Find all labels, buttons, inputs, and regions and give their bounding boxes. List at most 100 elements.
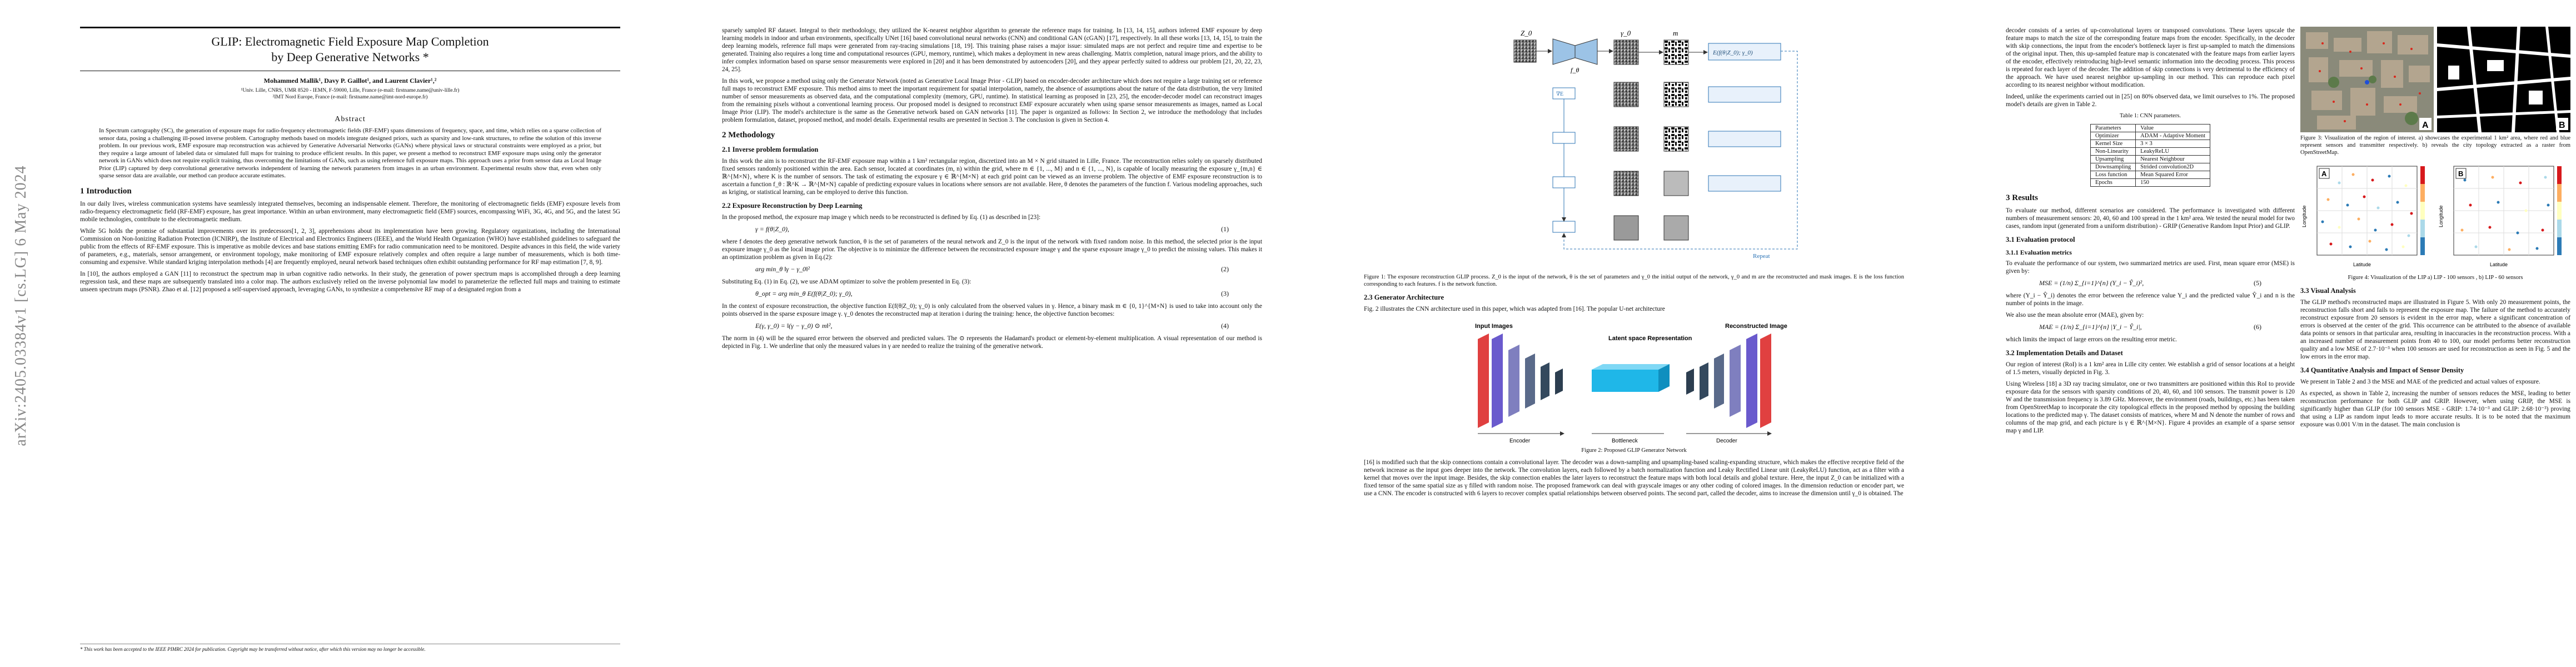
subsection-2-1-heading: 2.1 Inverse problem formulation [722, 146, 819, 153]
section-2-heading: 2 Methodology [722, 131, 775, 140]
figure-3b-city-raster: B [2437, 27, 2570, 132]
equation-3-number: (3) [1221, 290, 1229, 297]
abstract-heading: Abstract [335, 115, 366, 123]
arxiv-id-text: arXiv:2405.03384v1 [cs.LG] 6 May 2024 [12, 165, 29, 446]
intro-paragraph-1: In our daily lives, wireless communicati… [80, 200, 620, 223]
lip-colorbar-b [2557, 166, 2562, 255]
table-cell-value: 150 [2135, 178, 2211, 187]
figure-4a-lip-100: A Latitude Longitude [2301, 166, 2425, 267]
lip-60-sensor-points [2460, 176, 2550, 251]
affiliation-2: ²IMT Nord Europe, France (e-mail: firstn… [272, 94, 428, 100]
loss-function-label: E(f(θ|Z_0); γ_0) [1712, 49, 1753, 56]
figure-4b-lip-60: B Latitude Longitude [2438, 166, 2562, 267]
table-cell-parameter: Downsampling [2090, 163, 2136, 171]
contribution-paragraph: In this work, we propose a method using … [722, 78, 1262, 123]
equation-5: MSE = (1/n) Σ_{i=1}^{n} (Y_i − Ŷ_i)²,(5) [2006, 279, 2295, 287]
subsection-2-2-heading: 2.2 Exposure Reconstruction by Deep Lear… [722, 202, 863, 210]
decoder-paragraph: decoder consists of a series of up-convo… [2006, 27, 2295, 88]
mae-explanation: which limits the impact of large errors … [2006, 336, 2177, 343]
z0-label: Z_0 [1521, 29, 1532, 37]
sensor-density-paragraph: As expected, as shown in Table 2, increa… [2300, 390, 2570, 428]
equation-4: E(γ, γ_0) = ‖(γ − γ_0) ⊙ m‖²,(4) [722, 322, 1262, 330]
mask-image [1663, 39, 1689, 65]
authors: Mohammed Mallik¹, Davy P. Gaillot¹, and … [263, 77, 437, 84]
decoder-label: Decoder [1716, 438, 1737, 444]
table-cell-value: Nearest Neighbour [2135, 155, 2211, 163]
figure-4-tag-a: A [2321, 170, 2327, 178]
section-1-heading: 1 Introduction [80, 186, 132, 196]
repeat-label: Repeat [1753, 253, 1770, 260]
equation-5-body: MSE = (1/n) Σ_{i=1}^{n} (Y_i − Ŷ_i)², [2039, 279, 2144, 287]
encoder-label: Encoder [1509, 438, 1531, 444]
input-images-label: Input Images [1475, 323, 1513, 330]
page-3: Z_0 f_θ γ_0 m E(f(θ|Z_0); γ_0) [1317, 0, 1951, 667]
figure-3a-aerial-map: A [2300, 27, 2434, 132]
equation-6: MAE = (1/n) Σ_{i=1}^{n} |Y_i − Ŷ_i|,(6) [2006, 323, 2295, 331]
table-cell-value: Mean Squared Error [2135, 171, 2211, 179]
equation-1-body: γ = f(θ|Z_0), [755, 225, 790, 233]
intro-paragraph-3: In [10], the authors employed a GAN [11]… [80, 270, 620, 293]
equation-3-body: θ_opt = arg min_θ E(f(θ|Z_0); γ_0), [755, 290, 853, 297]
equation-1: γ = f(θ|Z_0),(1) [722, 225, 1262, 233]
page-2: sparsely sampled RF dataset. Integral to… [675, 0, 1309, 667]
lip-colorbar [2420, 166, 2425, 255]
network-f-label: f_θ [1571, 66, 1579, 74]
figure-4a-ylabel: Longitude [2301, 205, 2307, 227]
page-4: decoder consists of a series of up-convo… [1959, 0, 2576, 667]
page-4-left-column: decoder consists of a series of up-convo… [2006, 27, 2295, 439]
figure-2: Input Images Latent space Representation… [1364, 317, 1904, 445]
subsection-3-4-heading: 3.4 Quantitative Analysis and Impact of … [2300, 366, 2464, 374]
table-cell-parameter: Upsampling [2090, 155, 2136, 163]
iteration-rows [1552, 82, 1781, 241]
results-intro-paragraph: To evaluate our method, different scenar… [2006, 207, 2295, 230]
encoder-layers [1478, 334, 1563, 428]
figure-3-tag-b: B [2559, 121, 2565, 130]
ray-tracing-paragraph: Using Wireless [18] a 3D ray tracing sim… [2006, 381, 2295, 434]
unet-description-paragraph: [16] is modified such that the skip conn… [1364, 459, 1904, 497]
title-rule-top [80, 27, 620, 28]
reconstructed-image-label: Reconstructed Image [1725, 323, 1787, 330]
figure-1-caption: Figure 1: The exposure reconstruction GL… [1364, 274, 1904, 287]
equation-2-number: (2) [1221, 265, 1229, 273]
subsection-3-1-1-heading: 3.1.1 Evaluation metrics [2006, 250, 2072, 256]
bottleneck-layer [1592, 364, 1670, 392]
table-1-caption: Table 1: CNN parameters. [2119, 113, 2181, 119]
subsection-3-2-heading: 3.2 Implementation Details and Dataset [2006, 349, 2123, 357]
output-image [1613, 39, 1639, 65]
figure-4b-ylabel: Longitude [2438, 205, 2444, 227]
exposure-reconstruction-paragraph: In the proposed method, the exposure map… [722, 214, 1041, 221]
figure-3-tag-a: A [2422, 121, 2429, 130]
intro-paragraph-2: While 5G holds the promise of substantia… [80, 227, 620, 266]
figure-2-caption: Figure 2: Proposed GLIP Generator Networ… [1581, 447, 1687, 454]
footnote: * This work has been accepted to the IEE… [80, 644, 620, 653]
arxiv-identifier: arXiv:2405.03384v1 [cs.LG] 6 May 2024 [8, 106, 34, 506]
equation-4-body: E(γ, γ_0) = ‖(γ − γ_0) ⊙ m‖², [755, 322, 833, 330]
figure-2-diagram: Input Images Latent space Representation… [1475, 323, 1787, 444]
section-3-heading: 3 Results [2006, 193, 2038, 202]
figure-3: A B [2300, 27, 2570, 132]
page-1: GLIP: Electromagnetic Field Exposure Map… [33, 0, 667, 667]
quantitative-intro-paragraph: We present in Table 2 and 3 the MSE and … [2300, 379, 2540, 385]
table-cell-value: 3 × 3 [2135, 140, 2211, 148]
norm-explanation-paragraph: The norm in (4) will be the squared erro… [722, 335, 1262, 350]
roi-paragraph: Our region of interest (RoI) is a 1 km² … [2006, 361, 2295, 376]
figure-4-caption: Figure 4: Visualization of the LIP a) LI… [2348, 275, 2523, 281]
table-cell-value: LeakyReLU [2135, 147, 2211, 156]
table-cell-parameter: Non-Linearity [2090, 147, 2136, 156]
loss-function-box [1708, 43, 1781, 61]
equation-1-explanation: where f denotes the deep generative netw… [722, 238, 1262, 261]
title-line-1: GLIP: Electromagnetic Field Exposure Map… [211, 34, 489, 48]
table-cell-parameter: Parameters [2090, 124, 2136, 132]
figure-4b-xlabel: Latitude [2490, 262, 2508, 267]
equation-6-number: (6) [2254, 323, 2261, 331]
subsection-3-1-heading: 3.1 Evaluation protocol [2006, 236, 2075, 243]
table-cell-value: Strided convolution2D [2135, 163, 2211, 171]
abstract-text: In Spectrum cartography (SC), the genera… [99, 127, 601, 179]
equation-2-body: arg min_θ ‖γ − γ_0‖² [755, 265, 810, 273]
